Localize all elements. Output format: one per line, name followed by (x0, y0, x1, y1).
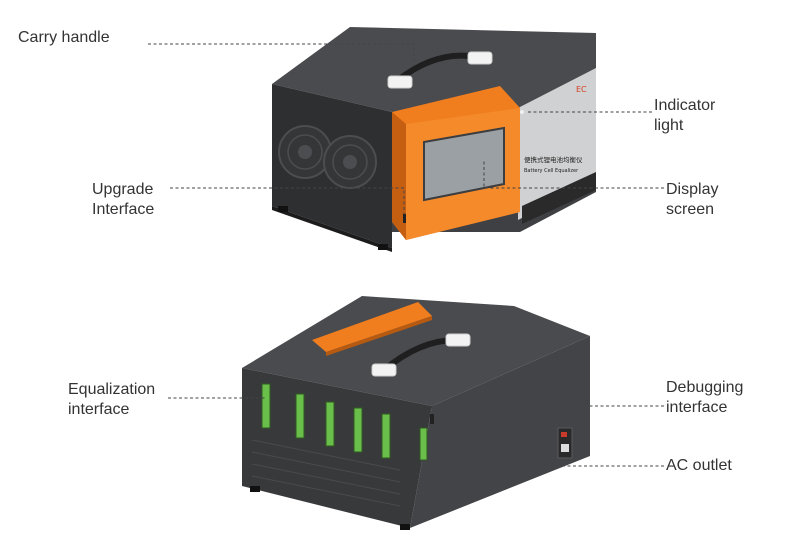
upgrade-port (403, 214, 406, 223)
debug-port (430, 414, 434, 424)
top-device: EC 便携式锂电池均衡仪 Battery Cell Equalizer (272, 27, 596, 252)
handle-grip-left (371, 363, 397, 377)
connector-4 (353, 407, 363, 453)
handle-grip-right (467, 51, 493, 65)
connector-3 (325, 401, 335, 447)
label-debugging-interface: Debugging interface (666, 379, 744, 416)
leader-upgrade-interface (170, 187, 405, 214)
orange-top-plate (312, 302, 432, 352)
handle-grip-left (387, 75, 413, 89)
leader-debugging (431, 405, 664, 414)
fan-vent-left (278, 125, 332, 179)
connector-5 (381, 413, 391, 459)
leader-ac-outlet (563, 456, 664, 467)
top-device-top-face (272, 27, 596, 112)
brand-label: EC (576, 85, 587, 94)
display-bezel (392, 86, 520, 240)
panel-subtitle: Battery Cell Equalizer (524, 168, 579, 174)
indicator-light (520, 110, 524, 114)
label-indicator-light: Indicator light (654, 97, 716, 134)
label-ac-outlet: AC outlet (666, 457, 732, 474)
right-side-face (410, 336, 590, 528)
rear-panel (242, 368, 432, 528)
label-display-screen: Display screen (666, 181, 719, 218)
leader-lines (148, 43, 664, 467)
bottom-carry-handle (371, 333, 471, 377)
equalization-connectors (261, 383, 428, 461)
leader-carry-handle (148, 43, 415, 66)
top-carry-handle (387, 51, 493, 89)
label-upgrade-interface: Upgrade Interface (92, 181, 155, 218)
panel-title: 便携式锂电池均衡仪 (524, 155, 583, 164)
handle-grip-right (445, 333, 471, 347)
connector-2 (295, 393, 305, 439)
label-equalization-interface: Equalization interface (68, 381, 156, 418)
display-screen (423, 126, 505, 202)
ac-outlet (557, 427, 573, 459)
connector-1 (261, 383, 271, 429)
label-carry-handle: Carry handle (18, 29, 110, 46)
bottom-device (242, 296, 590, 530)
fan-vent-right (323, 135, 377, 189)
leader-display-screen (483, 160, 664, 189)
connector-6 (419, 427, 428, 461)
